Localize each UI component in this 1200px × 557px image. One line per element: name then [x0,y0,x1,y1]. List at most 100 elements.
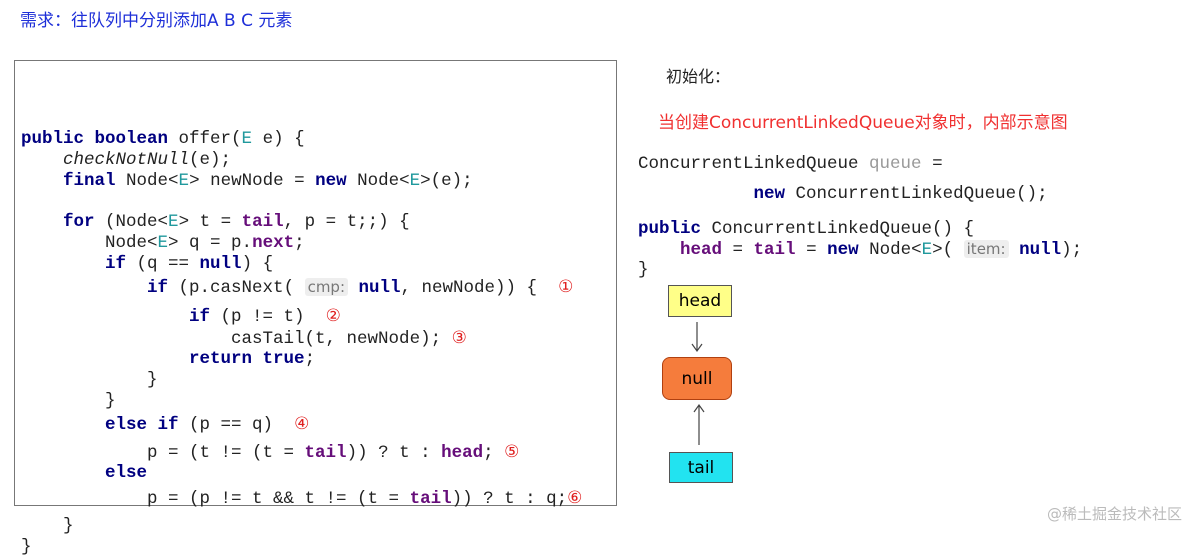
code-token: ConcurrentLinkedQueue [638,154,870,174]
code-token: )) ? t : [346,443,442,463]
code-token: item: [963,240,1009,258]
code-line: } [638,260,649,280]
code-token: casTail(t, newNode); [21,329,452,349]
code-token: > newNode = [189,171,316,191]
code-token: > q = p. [168,233,253,253]
code-token: public [638,219,712,239]
code-token: } [21,516,74,536]
code-token: (p == q) [189,415,295,435]
step-number: ④ [294,414,310,434]
code-line: } [21,391,116,411]
code-token: if [147,278,179,298]
head-arrow-icon [691,322,703,353]
code-line: else [21,463,147,483]
code-token: ); [1061,240,1083,260]
code-token: } [21,537,32,557]
code-line: new ConcurrentLinkedQueue(); [638,184,1048,204]
step-number: ⑤ [504,442,520,462]
init-label: 初始化： [666,67,731,86]
code-token: null [199,254,242,274]
step-number: ③ [451,328,467,348]
null-label: null [681,368,713,389]
code-token: E [157,233,169,253]
code-token: next [252,233,295,253]
code-token: public boolean [21,129,179,149]
code-line: for (Node<E> t = tail, p = t;;) { [21,212,410,232]
code-token: p = (t != (t = [21,443,305,463]
code-token: head [441,443,484,463]
code-line: if (p.casNext( cmp: null, newNode)) { ① [21,277,573,298]
code-token: offer( [178,129,242,149]
code-token: return true [189,349,305,369]
code-token: null [1008,240,1062,260]
code-token: if [189,307,221,327]
code-token: ; [483,443,505,463]
code-token [638,184,754,204]
step-number: ⑥ [567,488,583,508]
code-line: checkNotNull(e); [21,150,231,170]
code-token: >(e); [420,171,473,191]
code-line: public ConcurrentLinkedQueue() { [638,219,974,239]
code-token: Node< [357,171,410,191]
code-token: (p.casNext( [178,278,305,298]
head-label: head [678,291,722,311]
code-token: > t = [178,212,242,232]
code-line: } [21,516,74,536]
code-token: queue [869,154,922,174]
code-token: new [753,184,796,204]
code-line: if (q == null) { [21,254,273,274]
code-token: e) { [252,129,305,149]
head-node-box: head [668,285,732,317]
code-token: tail [409,489,452,509]
code-token: (Node< [105,212,169,232]
code-token: , newNode)) { [400,278,559,298]
code-token: tail [753,240,796,260]
code-token: = [722,240,754,260]
requirement-text: 需求：往队列中分别添加A B C 元素 [20,11,293,31]
code-line: p = (t != (t = tail)) ? t : head; ⑤ [21,442,519,463]
code-token: E [409,171,421,191]
code-token: head [680,240,723,260]
code-token: Node< [21,233,158,253]
code-line: head = tail = new Node<E>( item: null); [638,240,1082,260]
code-token: for [63,212,106,232]
code-token: null [348,278,401,298]
tail-arrow-icon [693,403,705,445]
code-token: E [178,171,190,191]
code-token: } [21,370,158,390]
code-token: new [827,240,870,260]
code-token: (q == [136,254,200,274]
code-token: ; [294,233,305,253]
code-token: tail [304,443,347,463]
step-number: ① [558,277,574,297]
code-line: } [21,537,32,557]
code-token: ConcurrentLinkedQueue() { [711,219,975,239]
code-line: final Node<E> newNode = new Node<E>(e); [21,171,473,191]
code-line: if (p != t) ② [21,306,341,327]
null-node-box: null [662,357,732,400]
code-line: } [21,370,158,390]
code-line: casTail(t, newNode); ③ [21,328,467,349]
code-line: Node<E> q = p.next; [21,233,305,253]
code-token: = [921,154,943,174]
tail-label: tail [687,457,715,478]
code-line: return true; [21,349,315,369]
code-token [638,240,680,260]
code-token: = [795,240,828,260]
watermark: @稀土掘金技术社区 [1046,505,1182,523]
code-line: public boolean offer(E e) { [21,129,305,149]
code-token: )) ? t : q; [451,489,568,509]
code-token: } [21,391,116,411]
tail-node-box: tail [669,452,733,483]
code-token: checkNotNull [63,150,190,170]
code-token: (e); [189,150,232,170]
diagram-title: 当创建ConcurrentLinkedQueue对象时，内部示意图 [658,113,1068,133]
code-token: tail [241,212,284,232]
code-token: else [105,463,148,483]
code-token: , p = t;;) { [283,212,410,232]
code-token: ; [304,349,316,369]
code-token: (p != t) [220,307,326,327]
code-token: cmp: [304,278,349,296]
code-line: ConcurrentLinkedQueue queue = [638,154,943,174]
code-token: if [105,254,137,274]
